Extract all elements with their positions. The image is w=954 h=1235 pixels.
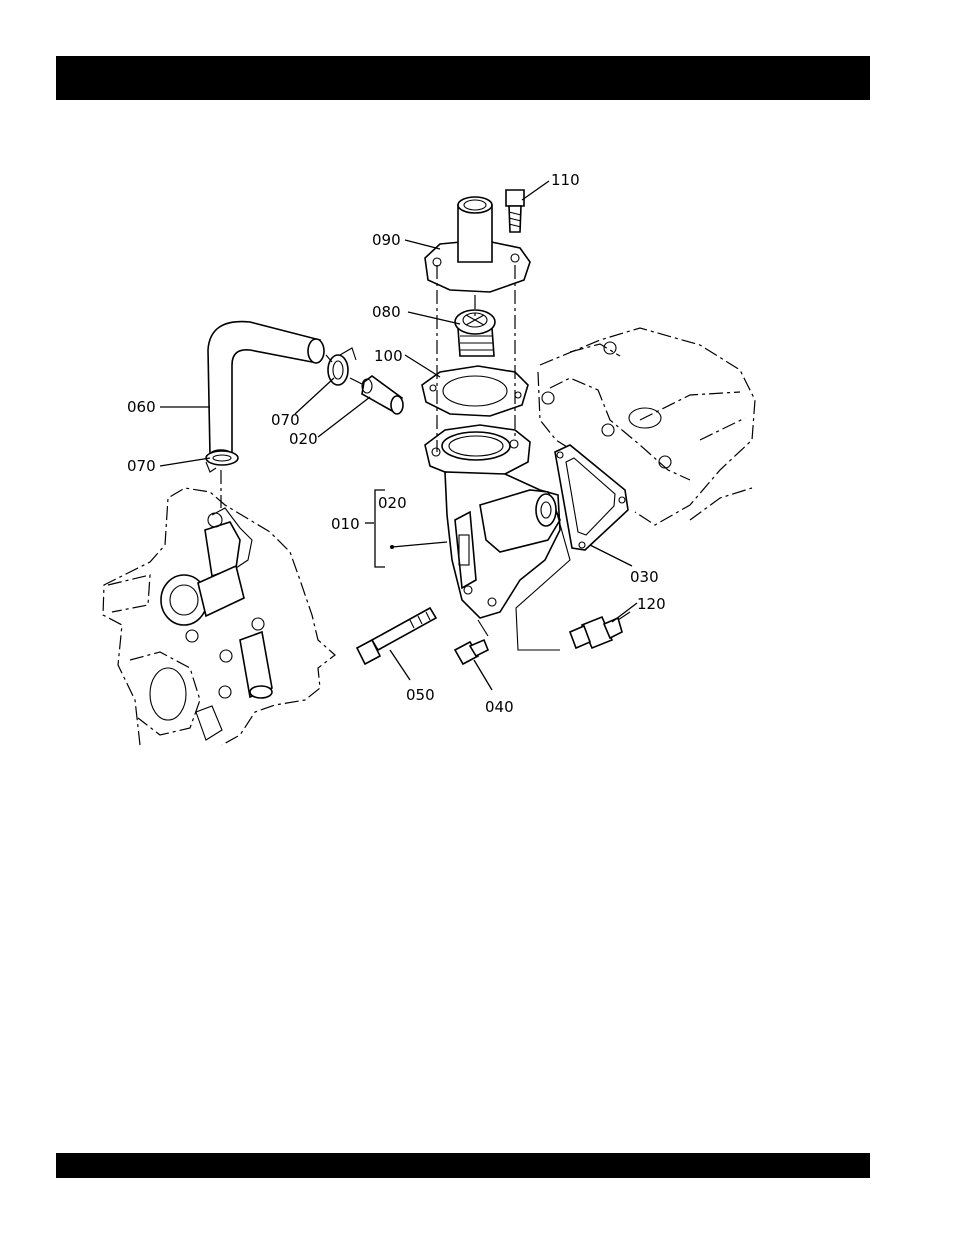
callout-020-group: 020 [378, 494, 407, 512]
callout-010: 010 [331, 515, 360, 533]
footer-bar [56, 1153, 870, 1178]
hose-clip-070-lower [206, 451, 238, 472]
plug-040 [455, 640, 488, 664]
callout-070-upper: 070 [271, 411, 300, 429]
callout-070-lower: 070 [127, 457, 156, 475]
bolt-050 [357, 608, 436, 664]
callout-100: 100 [374, 347, 403, 365]
thermostat-housing-010 [425, 425, 560, 618]
callout-120: 120 [637, 595, 666, 613]
bolt-110 [506, 190, 524, 232]
thermostat-080 [455, 310, 495, 356]
water-pump-housing [103, 488, 335, 745]
gasket-030 [555, 445, 628, 550]
callout-050: 050 [406, 686, 435, 704]
callout-060: 060 [127, 398, 156, 416]
callout-090: 090 [372, 231, 401, 249]
nipple-020 [362, 376, 403, 414]
callout-080: 080 [372, 303, 401, 321]
callout-030: 030 [630, 568, 659, 586]
temperature-sensor-120 [570, 612, 630, 648]
callout-040: 040 [485, 698, 514, 716]
callout-020-nipple: 020 [289, 430, 318, 448]
callout-110: 110 [551, 171, 580, 189]
gasket-100 [422, 366, 528, 416]
